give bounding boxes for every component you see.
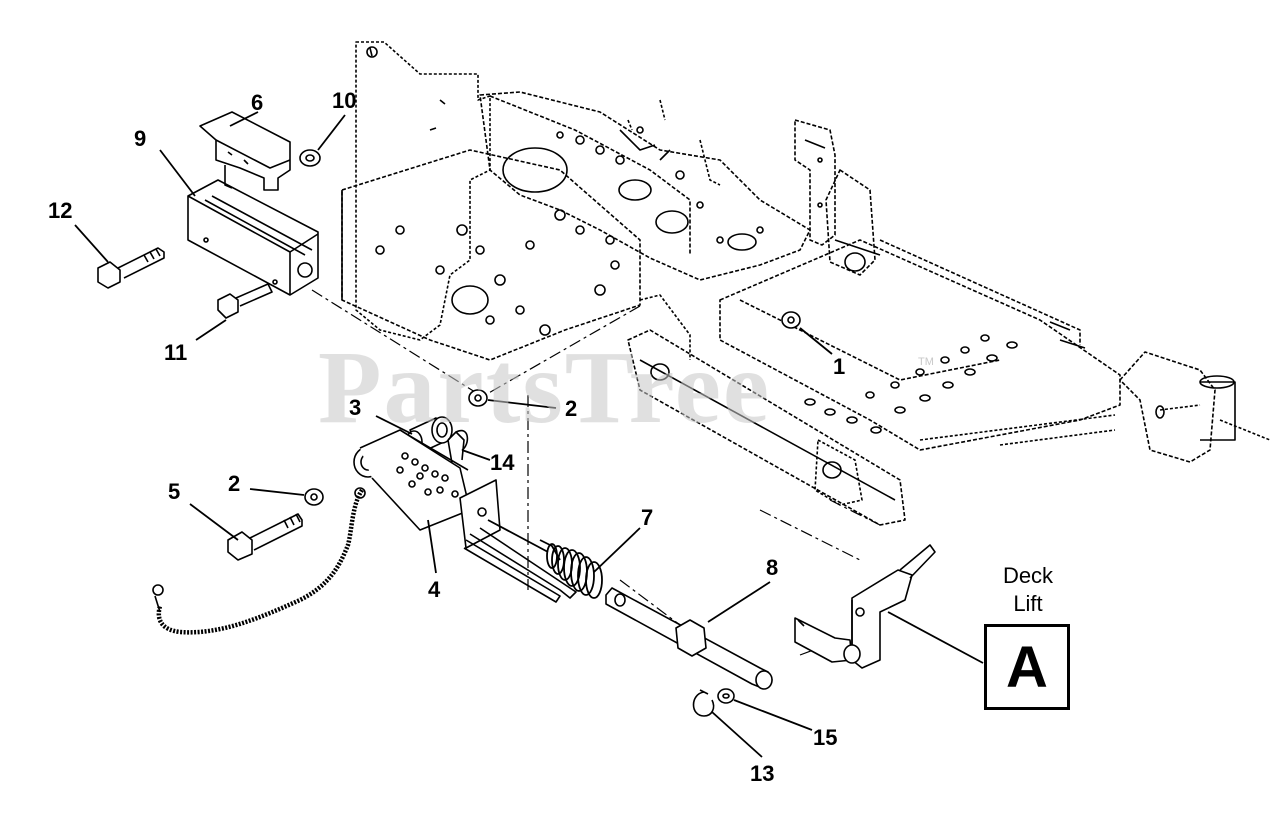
callout-4: 4 <box>428 577 441 602</box>
part-5-bolt <box>227 513 303 561</box>
callout-2-upper: 2 <box>565 396 578 421</box>
callout-1: 1 <box>833 354 846 379</box>
callout-9: 9 <box>134 126 147 151</box>
part-1-washer <box>781 311 801 329</box>
callout-8: 8 <box>766 555 779 580</box>
part-6-clip <box>199 111 291 191</box>
part-11-screw <box>217 283 273 319</box>
part-4-lift-arm <box>353 429 577 603</box>
reference-caption-line1: Deck <box>1002 563 1054 588</box>
tractor-frame <box>341 41 1270 526</box>
part-7-spring <box>487 519 603 599</box>
part-10-washer <box>299 149 321 167</box>
callout-2-lower: 2 <box>228 471 241 496</box>
callout-10: 10 <box>332 88 357 113</box>
callout-12: 12 <box>48 198 73 223</box>
callout-6: 6 <box>251 90 264 115</box>
part-12-bolt <box>97 247 165 289</box>
reference-caption: Deck Lift <box>978 562 1078 618</box>
part-8-rod <box>605 587 773 690</box>
reference-letter: A <box>1006 634 1048 700</box>
reference-box: A <box>984 624 1070 710</box>
part-2-washer-lower <box>304 488 324 506</box>
part-15-washer <box>717 688 735 704</box>
callout-15: 15 <box>813 725 838 750</box>
ground-cable <box>152 487 366 635</box>
callout-11: 11 <box>164 340 188 365</box>
deck-lift-bracket <box>794 544 936 669</box>
callout-13: 13 <box>750 761 775 786</box>
partstree-watermark: PartsTree <box>318 330 772 445</box>
assembly-lines <box>307 154 881 656</box>
reference-caption-line2: Lift <box>1013 591 1043 616</box>
callout-7: 7 <box>641 505 654 530</box>
callout-5: 5 <box>168 479 181 504</box>
part-13-clip <box>692 689 715 717</box>
leader-lines <box>74 111 984 758</box>
part-2-washer-upper <box>468 389 488 407</box>
callout-3: 3 <box>349 395 362 420</box>
trademark-mark: TM <box>918 356 934 368</box>
part-9-bracket <box>187 165 319 296</box>
callout-14: 14 <box>490 450 515 475</box>
